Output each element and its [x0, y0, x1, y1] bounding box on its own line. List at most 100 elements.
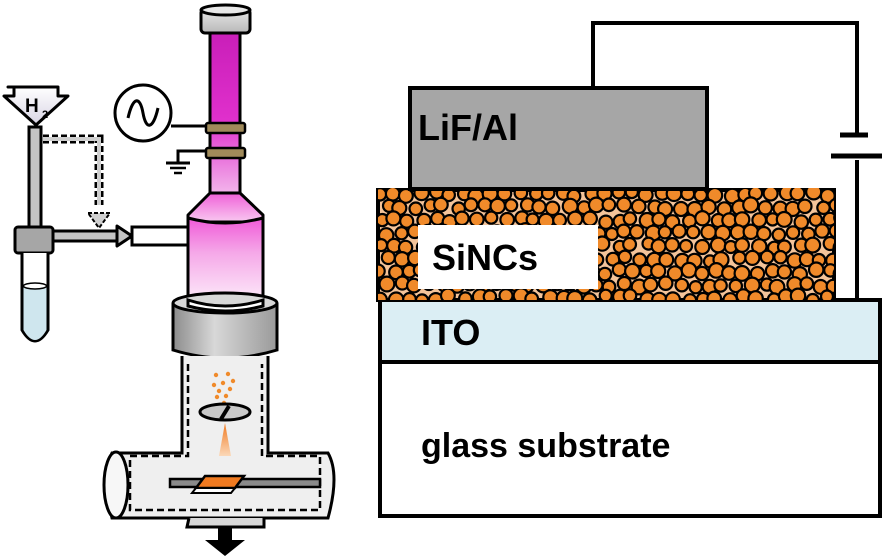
nanocrystal — [624, 262, 641, 280]
nanocrystal — [587, 196, 605, 214]
ito-label: ITO — [421, 312, 480, 353]
orifice-plate — [198, 402, 252, 422]
nanocrystal — [822, 211, 834, 227]
nanocrystal — [622, 288, 638, 300]
layer-lif-al — [408, 86, 709, 191]
nanocrystal — [757, 200, 774, 216]
nanocrystal — [709, 236, 727, 254]
nanocrystal — [622, 211, 638, 226]
rf-source — [113, 83, 206, 143]
nanocrystal — [789, 287, 807, 300]
nanocrystal — [707, 262, 725, 279]
nanocrystal — [657, 225, 673, 240]
nanocrystal — [776, 264, 793, 280]
nanocrystal — [688, 280, 703, 295]
nanocrystal — [611, 262, 627, 278]
nanocrystal — [414, 293, 430, 300]
nanocrystal — [394, 225, 409, 241]
nanocrystal — [531, 199, 547, 215]
nanocrystal — [616, 275, 632, 292]
nanocrystal — [650, 262, 667, 280]
nanocrystal — [843, 200, 855, 212]
translation-rod — [168, 477, 322, 489]
nanocrystal — [484, 210, 499, 225]
nanocrystal — [840, 251, 854, 265]
nanocrystal — [552, 212, 568, 228]
plasma-reactor: H 2 — [2, 3, 336, 556]
nanocrystal — [682, 293, 698, 300]
layer-ito — [378, 298, 882, 364]
nanocrystal-particles — [378, 188, 855, 300]
nanocrystal — [651, 211, 667, 227]
nanocrystal — [650, 238, 667, 255]
pump-port — [185, 517, 266, 529]
nanocrystal — [468, 211, 485, 228]
nanocrystal — [413, 188, 430, 202]
nanocrystal — [742, 223, 760, 241]
nanocrystal — [804, 236, 822, 254]
nanocrystal — [805, 188, 823, 201]
nanocrystal — [408, 201, 424, 217]
bypass-line — [43, 134, 112, 230]
sincs-label: SiNCs — [432, 237, 538, 278]
nanocrystal — [694, 209, 711, 227]
nanocrystal — [814, 223, 830, 239]
nanocrystal — [385, 210, 402, 227]
precursor-liquid — [23, 286, 47, 340]
nanocrystal — [384, 188, 401, 202]
nanocrystal — [458, 291, 473, 300]
nanocrystal — [700, 223, 717, 241]
h2-label: H — [25, 96, 39, 117]
reactor-cone — [186, 191, 265, 224]
nanocrystal — [694, 238, 711, 256]
vial-cap — [13, 225, 55, 255]
nanocrystal — [744, 249, 761, 266]
nanocrystal — [672, 200, 690, 218]
plasma-tube — [208, 28, 242, 197]
nanocrystal — [463, 197, 479, 213]
reactor-flange — [171, 291, 279, 360]
nanocrystal — [632, 252, 648, 268]
nanocrystal — [628, 224, 645, 240]
nanocrystal — [378, 188, 388, 202]
nanocrystal — [581, 210, 598, 227]
nanocrystal — [685, 224, 701, 240]
nanocrystal — [808, 212, 824, 227]
nanocrystal — [728, 278, 744, 294]
nanocrystal — [664, 291, 681, 300]
nanocrystal — [399, 213, 415, 229]
nanocrystal — [819, 289, 834, 300]
nanocrystal — [793, 214, 810, 230]
nanocrystal — [789, 188, 806, 202]
nanocrystal — [747, 290, 764, 300]
nanocrystal — [823, 263, 834, 278]
nanocrystal — [454, 210, 470, 227]
circuit-wire — [591, 21, 859, 300]
nanocrystal — [833, 214, 834, 222]
nanocrystal — [750, 238, 768, 255]
nanocrystal — [832, 269, 834, 278]
nanocrystal — [839, 277, 854, 292]
lif-al-label: LiF/Al — [418, 107, 518, 148]
ground-icon — [166, 149, 206, 175]
nanocrystal — [378, 275, 396, 293]
h2-subscript: 2 — [42, 109, 48, 121]
nanocrystal — [378, 291, 388, 300]
nanocrystal — [799, 276, 815, 292]
nanocrystal — [762, 188, 779, 202]
nanocrystal — [733, 264, 751, 282]
battery-icon — [831, 132, 882, 159]
nanocrystal — [617, 249, 633, 265]
nanocrystal — [832, 242, 834, 253]
nanocrystal — [828, 223, 834, 239]
nanocrystal — [771, 227, 787, 243]
nanocrystal — [622, 236, 638, 252]
nanocrystal — [841, 224, 854, 237]
ring-electrode-bottom — [204, 146, 247, 160]
led-device-stack: glass substrate ITO SiNCs LiF/Al — [376, 21, 882, 518]
nanocrystal — [427, 292, 444, 300]
nanocrystal — [706, 290, 723, 300]
nanocrystal — [544, 200, 561, 217]
